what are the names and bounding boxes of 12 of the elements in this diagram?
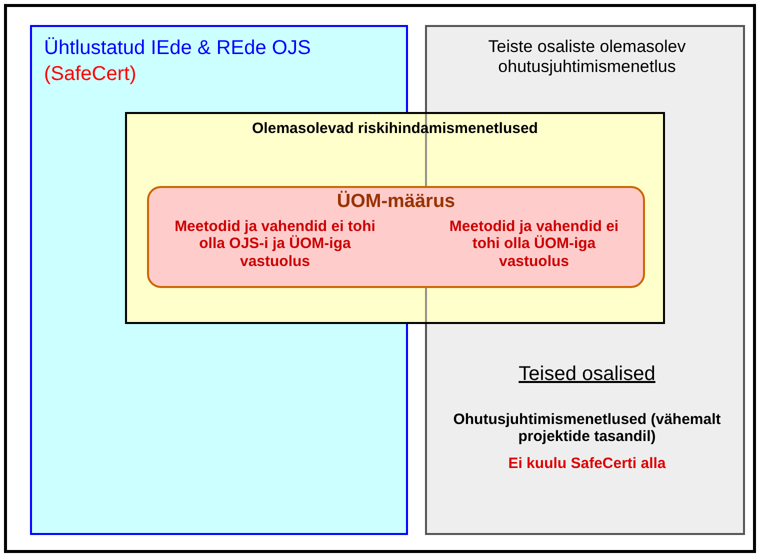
panel-subtitle: (SafeCert) — [44, 63, 138, 86]
rounded-box — [147, 186, 645, 288]
box-title: Olemasolevad riskihindamismenetlused — [251, 120, 539, 138]
description-text: Ohutusjuhtimismenetlused (vähemalt projektide tasandil) — [452, 411, 722, 446]
note-text: Ei kuulu SafeCerti alla — [507, 455, 667, 472]
description-text: Meetodid ja vahendid ei tohi olla OJS-i ja ÜOM-iga vastuolus — [174, 218, 376, 270]
panel-title: Ühtlustatud IEde & REde OJS — [44, 37, 312, 60]
box-title: ÜOM-määrus — [336, 191, 456, 213]
group-heading: Teised osalised — [518, 363, 656, 386]
shared-region-overlay — [125, 112, 665, 324]
panel-title: Teiste osaliste olemasolev ohutusjuhtimismenetlus — [487, 37, 687, 76]
description-text: Meetodid ja vahendid ei tohi olla ÜOM-iga vastuolus — [448, 218, 620, 270]
